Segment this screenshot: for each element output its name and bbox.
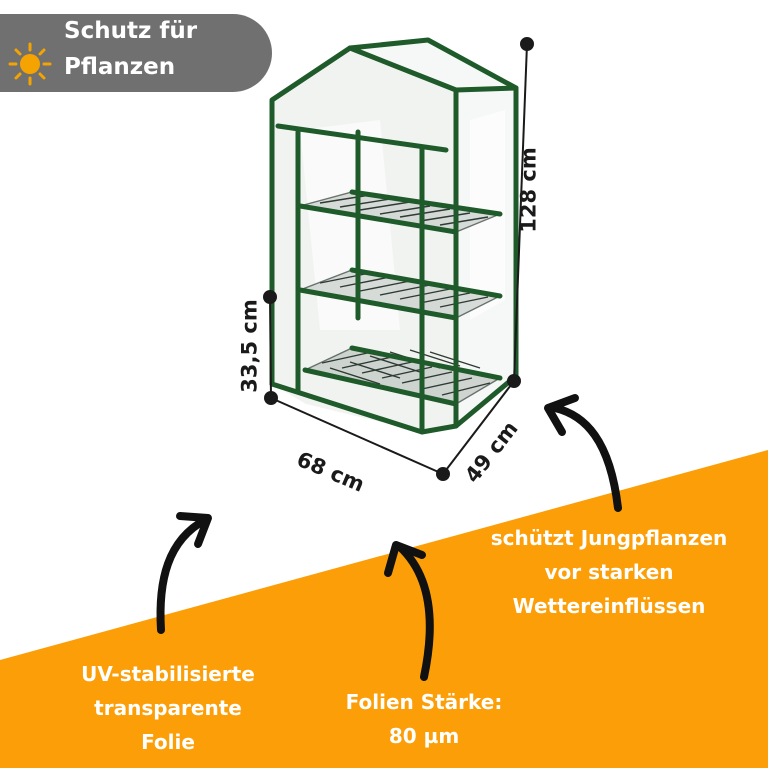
height-label: 128 cm	[516, 147, 541, 233]
callout-weather-protection: schützt Jungpflanzen vor starken Wettere…	[462, 521, 756, 623]
greenhouse-image	[269, 37, 519, 435]
arrow-left-icon	[156, 512, 212, 634]
dimension-lines	[263, 37, 534, 481]
callout-uv-film: UV-stabilisierte transparente Folie	[50, 657, 286, 759]
badge-title-line1: Schutz für	[64, 18, 198, 44]
callout-right-line2: vor starken	[544, 560, 674, 584]
callout-center-line1: Folien Stärke:	[345, 690, 503, 714]
sun-icon	[8, 42, 52, 86]
callout-left-line2: transparente	[94, 696, 242, 720]
callout-left-line1: UV-stabilisierte	[81, 662, 255, 686]
badge-title-line2: Pflanzen	[64, 54, 176, 80]
feature-badge	[0, 14, 272, 92]
arrow-right-icon	[544, 394, 622, 512]
orange-background-band	[0, 450, 768, 768]
callout-center-line2: 80 µm	[388, 724, 460, 748]
shelf-height-label: 33,5 cm	[237, 299, 262, 393]
callout-right-line3: Wettereinflüssen	[512, 594, 706, 618]
callout-film-thickness: Folien Stärke: 80 µm	[314, 685, 534, 753]
callout-left-line3: Folie	[141, 730, 195, 754]
arrow-center-icon	[384, 541, 434, 681]
callout-right-line1: schützt Jungpflanzen	[490, 526, 728, 550]
